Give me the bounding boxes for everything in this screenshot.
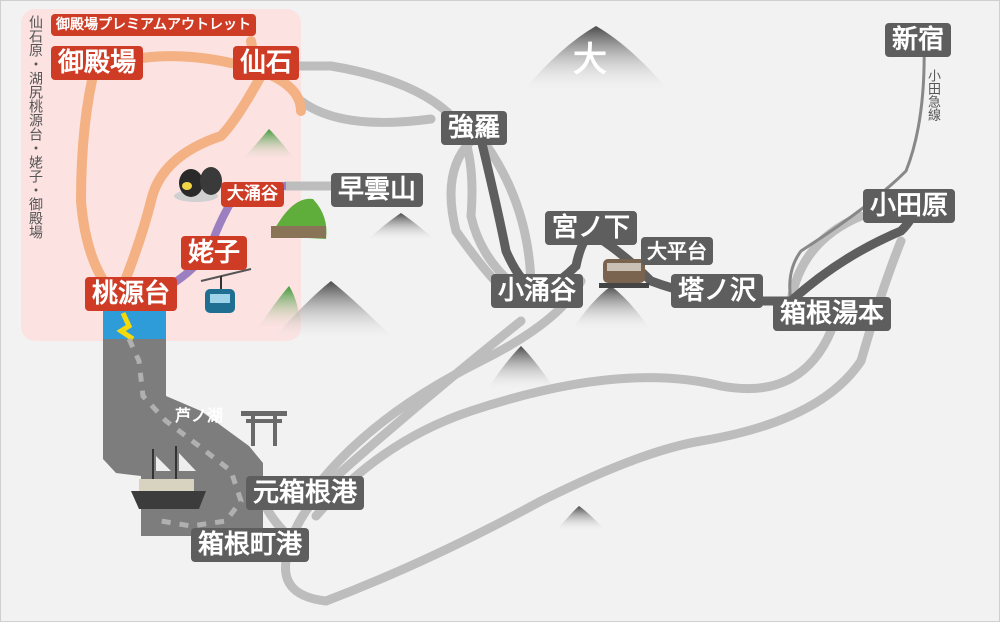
station-sounzan[interactable]: 早雲山 [331,173,424,207]
pirate-ship-icon [131,446,206,509]
mountain-icon: 大 [241,26,671,531]
bus-route-note: 仙石原・湖尻桃源台・姥子・御殿場 [27,15,43,239]
station-gotemba[interactable]: 御殿場 [51,46,144,80]
station-ohiradai[interactable]: 大平台 [641,237,713,265]
station-miyanoshita[interactable]: 宮ノ下 [545,211,638,245]
odakyu-line-label: 小田急線 [925,69,940,121]
owakudani-hill-icon [271,198,327,239]
port-motohakone[interactable]: 元箱根港 [246,476,365,510]
daimonji-icon: 大 [573,40,607,80]
lake-north-water [103,311,166,339]
station-shinjuku[interactable]: 新宿 [885,23,952,57]
torii-icon [241,411,287,446]
sightseeing-cruise-route [126,337,244,529]
port-hakonemachi[interactable]: 箱根町港 [191,528,310,562]
station-tonosawa[interactable]: 塔ノ沢 [671,274,764,308]
eggs-icon [174,167,222,202]
station-gotemba-outlet[interactable]: 御殿場プレミアムアウトレット [51,14,257,36]
lake-ashinoko-label: 芦ノ湖 [175,406,224,425]
station-hakone-yumoto[interactable]: 箱根湯本 [773,297,892,331]
station-gora[interactable]: 強羅 [441,111,508,145]
station-odawara[interactable]: 小田原 [863,189,956,223]
train-icon [599,259,649,288]
ropeway-cable [200,268,252,282]
station-ubako[interactable]: 姥子 [181,236,248,270]
bus-lines [251,61,906,606]
station-owakudani[interactable]: 大涌谷 [221,182,284,207]
station-sengoku[interactable]: 仙石 [233,46,300,80]
station-kowakudani[interactable]: 小涌谷 [491,274,584,308]
station-togendai[interactable]: 桃源台 [85,277,178,311]
ropeway-gondola-icon [205,276,235,313]
